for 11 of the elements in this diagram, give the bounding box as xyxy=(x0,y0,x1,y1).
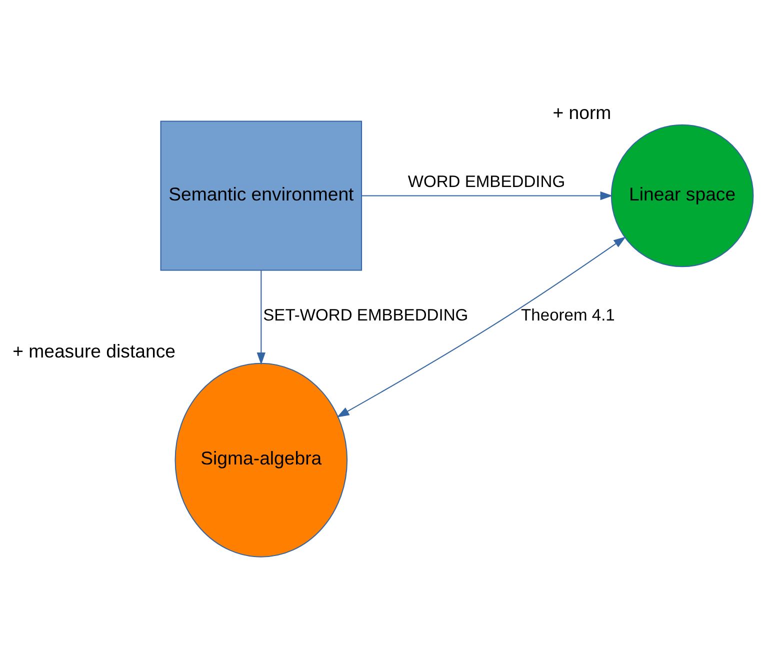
node-box: Semantic environment xyxy=(160,120,362,271)
edge-label: WORD EMBEDDING xyxy=(408,172,566,192)
edge-label: SET-WORD EMBBEDDING xyxy=(263,306,468,325)
node-label: + norm xyxy=(552,102,612,124)
arrow xyxy=(362,191,613,200)
node-circle: Linear space xyxy=(610,124,754,268)
node-ellipse: Sigma-algebra xyxy=(174,362,348,558)
arrow xyxy=(336,236,626,418)
arrow xyxy=(256,270,266,365)
edge-label: Theorem 4.1 xyxy=(521,306,615,325)
node-label: + measure distance xyxy=(12,340,176,362)
